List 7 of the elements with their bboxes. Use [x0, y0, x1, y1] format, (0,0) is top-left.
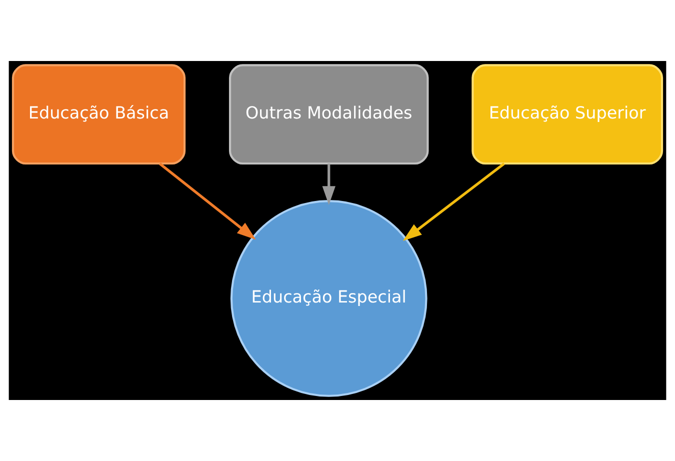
arrow: [322, 164, 336, 205]
arrow: [402, 162, 505, 241]
node-circle: Educação Especial: [230, 200, 428, 397]
node-box: Educação Básica: [12, 64, 186, 165]
arrow: [159, 162, 256, 240]
node-box: Outras Modalidades: [228, 64, 429, 165]
node-box: Educação Superior: [472, 64, 664, 165]
